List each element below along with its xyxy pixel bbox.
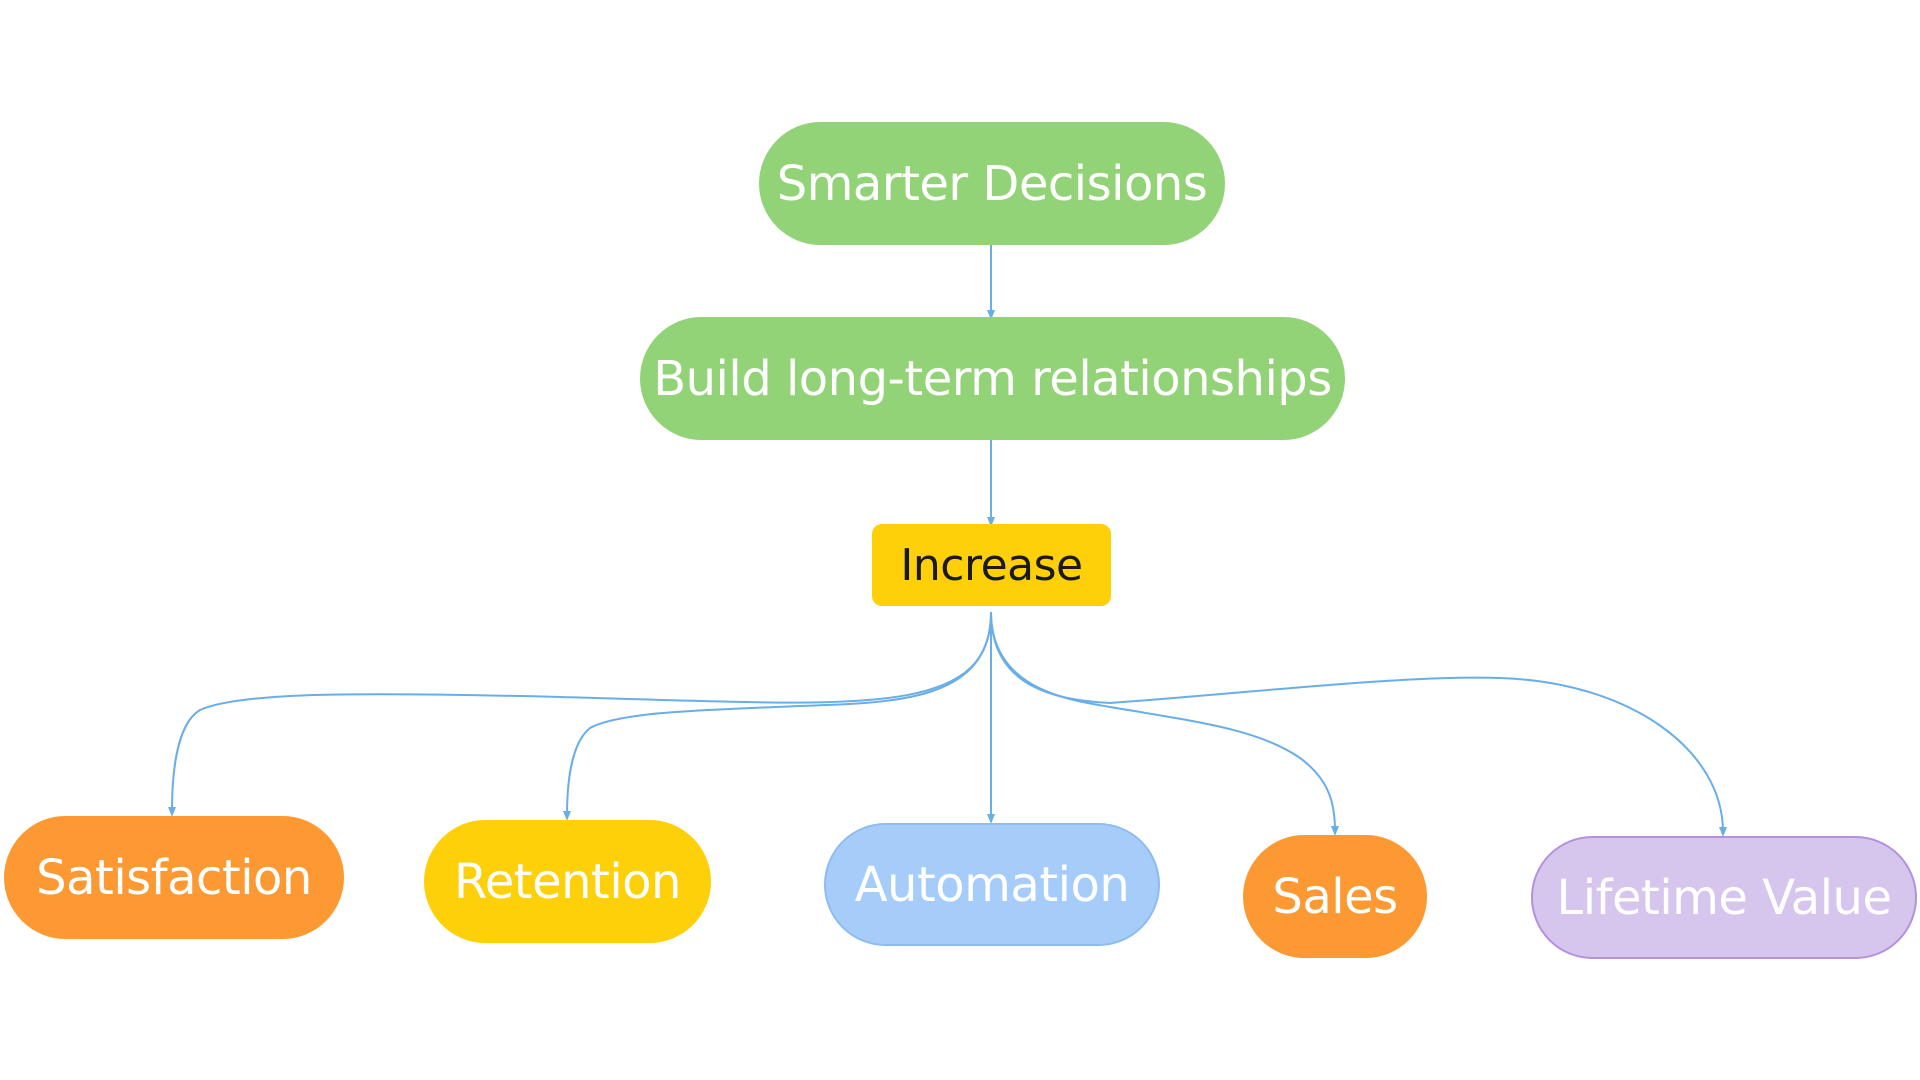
edge-increase-to-retention bbox=[563, 611, 992, 821]
node-sales: Sales bbox=[1243, 835, 1427, 958]
node-lifetime-value: Lifetime Value bbox=[1531, 836, 1917, 959]
node-smarter-decisions: Smarter Decisions bbox=[759, 122, 1225, 245]
edge-increase-to-satisfaction bbox=[168, 611, 992, 817]
node-satisfaction: Satisfaction bbox=[4, 816, 344, 939]
node-build-long-term-relationships: Build long-term relationships bbox=[640, 317, 1345, 440]
node-automation: Automation bbox=[824, 823, 1160, 946]
edge-increase-to-sales bbox=[990, 611, 1339, 836]
edge-increase-to-lifetime bbox=[990, 611, 1727, 837]
node-retention: Retention bbox=[424, 820, 711, 943]
node-increase: Increase bbox=[872, 524, 1111, 606]
